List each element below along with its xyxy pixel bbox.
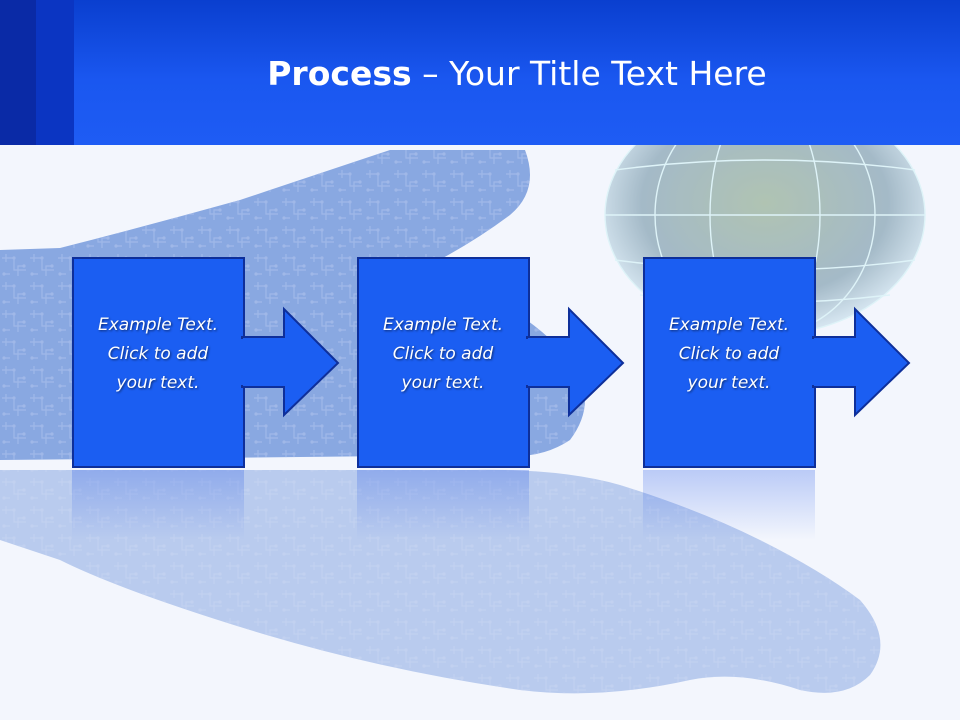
title-bold-text: Process bbox=[267, 54, 412, 93]
arrow-box-shape bbox=[72, 257, 340, 468]
step-text-line: Example Text. bbox=[382, 315, 504, 335]
step-text-line: Click to add bbox=[392, 344, 494, 364]
process-step-2[interactable]: Example Text. Click to add your text. bbox=[357, 257, 697, 469]
step-3-reflection bbox=[643, 470, 815, 540]
step-2-text: Example Text. Click to add your text. bbox=[357, 311, 529, 398]
process-step-3[interactable]: Example Text. Click to add your text. bbox=[643, 257, 960, 469]
header-accent-stripe bbox=[36, 0, 74, 145]
title-rest-text: – Your Title Text Here bbox=[411, 54, 767, 93]
step-text-line: Click to add bbox=[678, 344, 780, 364]
process-step-1[interactable]: Example Text. Click to add your text. bbox=[72, 257, 412, 469]
arrow-box-shape bbox=[643, 257, 911, 468]
arrow-box-shape bbox=[357, 257, 625, 468]
lower-hand-graphic bbox=[0, 469, 881, 694]
step-text-line: Example Text. bbox=[97, 315, 219, 335]
step-text-line: your text. bbox=[687, 373, 771, 393]
title-bar: Process – Your Title Text Here bbox=[0, 0, 960, 145]
step-3-text: Example Text. Click to add your text. bbox=[643, 311, 815, 398]
step-text-line: your text. bbox=[401, 373, 485, 393]
step-text-line: your text. bbox=[116, 373, 200, 393]
step-1-reflection bbox=[72, 470, 244, 540]
step-text-line: Click to add bbox=[107, 344, 209, 364]
step-2-reflection bbox=[357, 470, 529, 540]
slide-title[interactable]: Process – Your Title Text Here bbox=[74, 52, 960, 96]
header-accent-stripe bbox=[0, 0, 36, 145]
step-text-line: Example Text. bbox=[668, 315, 790, 335]
step-1-text: Example Text. Click to add your text. bbox=[72, 311, 244, 398]
